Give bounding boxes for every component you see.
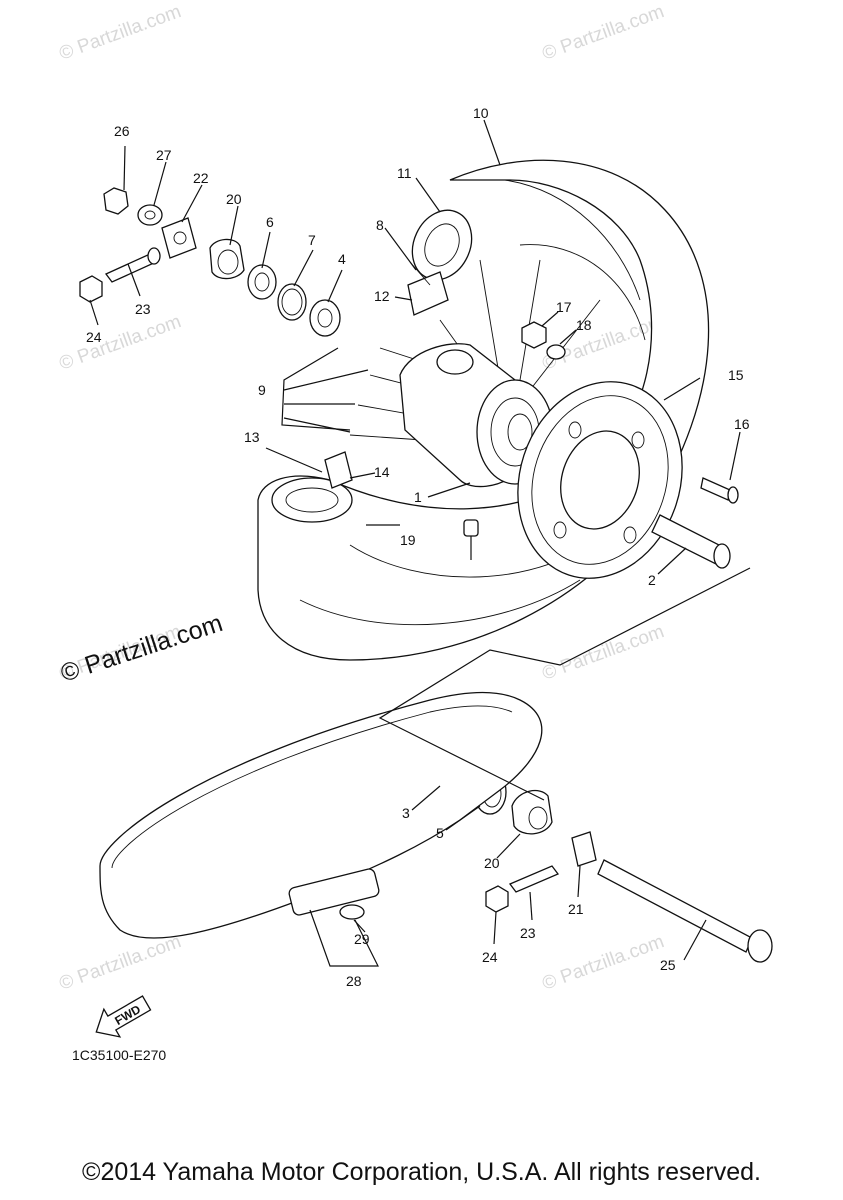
callout-12: 12 [374,288,390,304]
callout-25: 25 [660,957,676,973]
watermark: © Partzilla.com [540,621,667,685]
callout-21: 21 [568,901,584,917]
tube-and-band-illustration [407,209,473,316]
watermark: © Partzilla.com [540,931,667,995]
watermark: © Partzilla.com [57,931,184,995]
callout-14: 14 [374,464,390,480]
callout-8: 8 [376,217,384,233]
callout-22: 22 [193,170,209,186]
callout-15: 15 [728,367,744,383]
rear-wheel-parts-diagram: © Partzilla.com © Partzilla.com © Partzi… [57,1,773,1063]
callout-29: 29 [354,931,370,947]
callout-16: 16 [734,416,750,432]
callout-20-upper: 20 [226,191,242,207]
callout-20-lower: 20 [484,855,500,871]
sprocket-illustration [517,381,683,579]
left-side-parts-illustration [79,187,341,337]
callout-23-lower: 23 [520,925,536,941]
callout-24-lower: 24 [482,949,498,965]
callout-6: 6 [266,214,274,230]
callout-labels: 1 2 3 4 5 6 7 8 9 10 11 12 13 14 15 16 1… [86,105,750,989]
callout-5: 5 [436,825,444,841]
callout-10: 10 [473,105,489,121]
collar-illustration [651,477,739,569]
callout-9: 9 [258,382,266,398]
drive-chain-illustration [99,691,543,939]
watermark: © Partzilla.com [540,1,667,65]
watermark: © Partzilla.com [57,1,184,65]
small-hardware-illustration [366,321,566,560]
callout-3: 3 [402,805,410,821]
forward-arrow-icon: FWD [95,995,152,1038]
callout-27: 27 [156,147,172,163]
callout-23-upper: 23 [135,301,151,317]
copyright-footer: ©2014 Yamaha Motor Corporation, U.S.A. A… [82,1158,761,1186]
callout-1: 1 [414,489,422,505]
diagram-code: 1C35100-E270 [72,1047,166,1063]
callout-28: 28 [346,973,362,989]
main-watermark: © Partzilla.com [57,609,226,688]
callout-4: 4 [338,251,346,267]
callout-18: 18 [576,317,592,333]
callout-7: 7 [308,232,316,248]
callout-11: 11 [397,165,412,181]
callout-13: 13 [244,429,260,445]
callout-19: 19 [400,532,416,548]
callout-26: 26 [114,123,130,139]
watermark: © Partzilla.com [57,311,184,375]
callout-2: 2 [648,572,656,588]
leader-lines [89,119,751,967]
callout-17: 17 [556,299,572,315]
callout-24-upper: 24 [86,329,102,345]
rim-band-illustration [271,451,353,523]
